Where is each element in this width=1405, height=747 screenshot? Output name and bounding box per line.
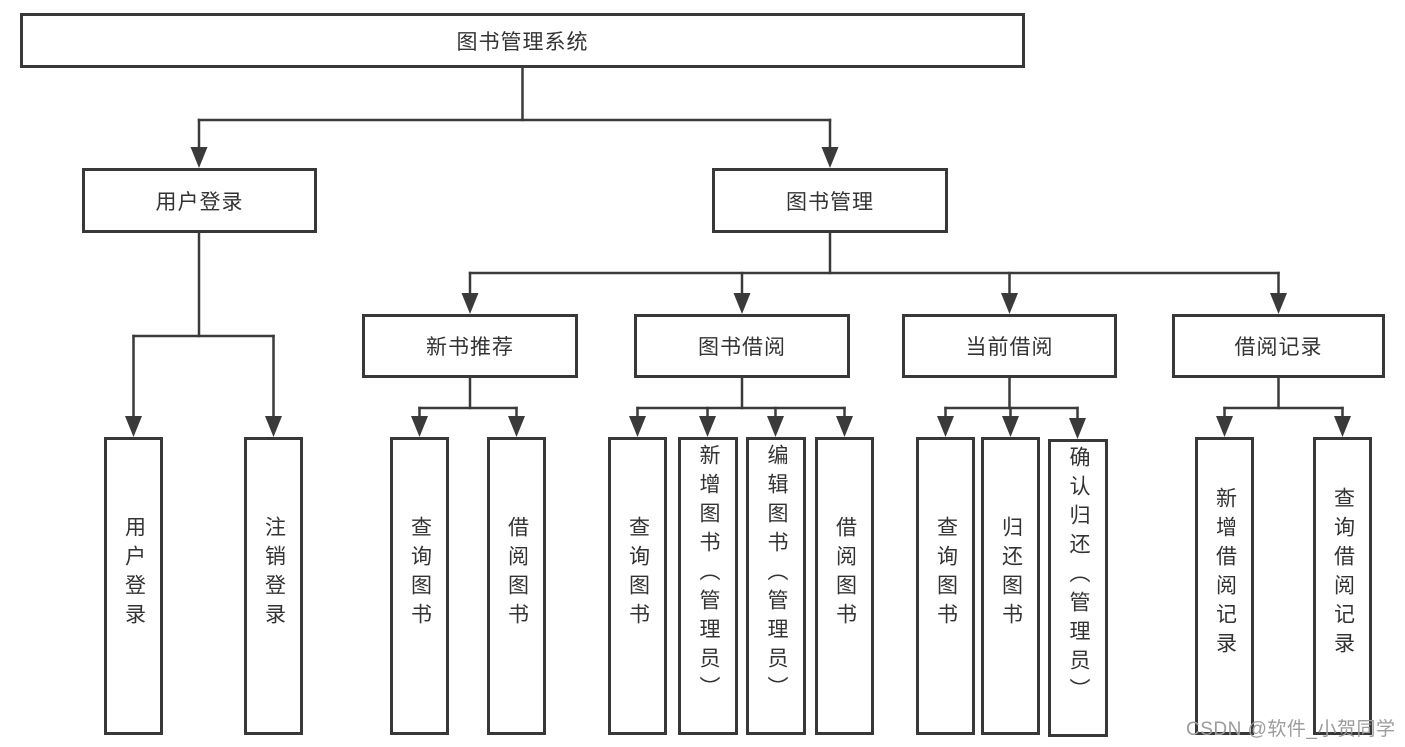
node-add-borrow-record: 新增借阅记录 xyxy=(1195,437,1254,735)
node-edit-books-admin: 编辑图书（管理员） xyxy=(746,437,806,735)
node-query-books-current: 查询图书 xyxy=(916,437,975,735)
node-book-management-module: 图书管理 xyxy=(712,168,948,233)
node-add-books-admin: 新增图书（管理员） xyxy=(678,437,738,735)
node-book-borrowing: 图书借阅 xyxy=(634,314,850,378)
node-confirm-return-admin: 确认归还（管理员） xyxy=(1048,439,1108,737)
node-logout-login: 注销登录 xyxy=(244,437,303,735)
node-new-book-recommend: 新书推荐 xyxy=(362,314,578,378)
node-user-login-module: 用户登录 xyxy=(82,168,317,233)
node-query-books-borrow: 查询图书 xyxy=(608,437,667,735)
node-current-borrowing: 当前借阅 xyxy=(902,314,1117,378)
node-query-borrow-record: 查询借阅记录 xyxy=(1313,437,1372,735)
node-query-books-newbooks: 查询图书 xyxy=(390,437,449,735)
node-return-books: 归还图书 xyxy=(981,437,1040,735)
node-user-login: 用户登录 xyxy=(104,437,163,735)
node-borrow-books-borrow: 借阅图书 xyxy=(815,437,874,735)
node-borrow-books-newbooks: 借阅图书 xyxy=(487,437,546,735)
watermark: CSDN @软件_小贺同学 xyxy=(1186,719,1396,740)
node-library-system: 图书管理系统 xyxy=(20,13,1025,68)
node-borrowing-records: 借阅记录 xyxy=(1172,314,1385,378)
